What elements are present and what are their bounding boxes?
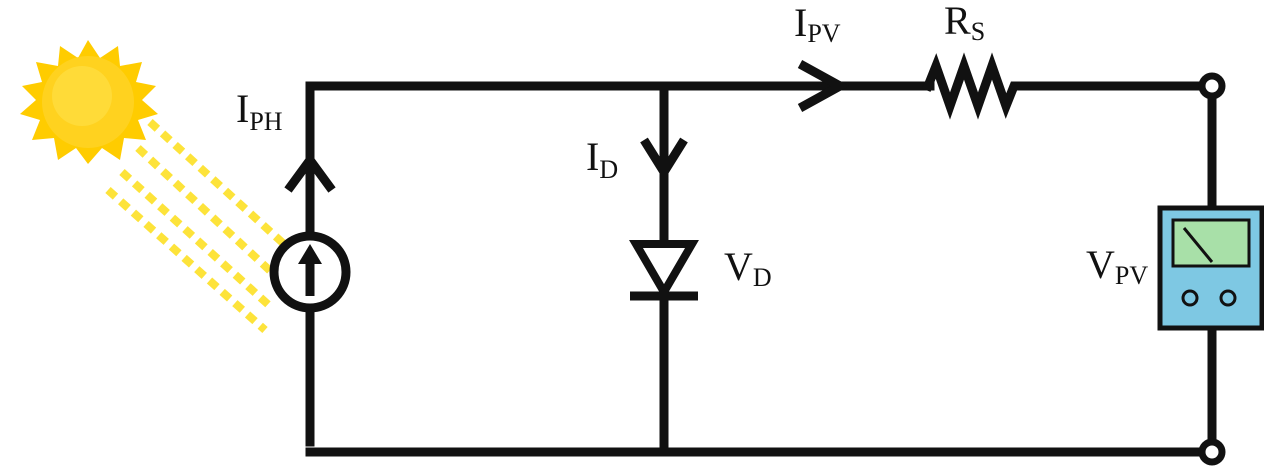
label-ipv: IPV <box>794 0 841 48</box>
label-iph: IPH <box>236 86 283 136</box>
id-arrow <box>640 137 688 181</box>
circuit-wires <box>305 81 1217 457</box>
terminal-bottom <box>1198 438 1226 466</box>
label-id: ID <box>586 134 618 184</box>
label-vd: VD <box>724 244 772 292</box>
iph-arrow <box>284 152 336 193</box>
voltmeter-icon <box>1157 205 1264 331</box>
resistor-icon <box>922 52 1027 120</box>
light-rays <box>105 119 288 333</box>
label-rs: RS <box>944 0 985 46</box>
ipv-arrow <box>797 60 850 112</box>
terminal-top <box>1198 72 1226 100</box>
diode-icon <box>629 240 699 301</box>
sun-icon <box>20 40 158 164</box>
current-source-icon <box>269 231 351 313</box>
label-vpv: VPV <box>1086 242 1148 290</box>
